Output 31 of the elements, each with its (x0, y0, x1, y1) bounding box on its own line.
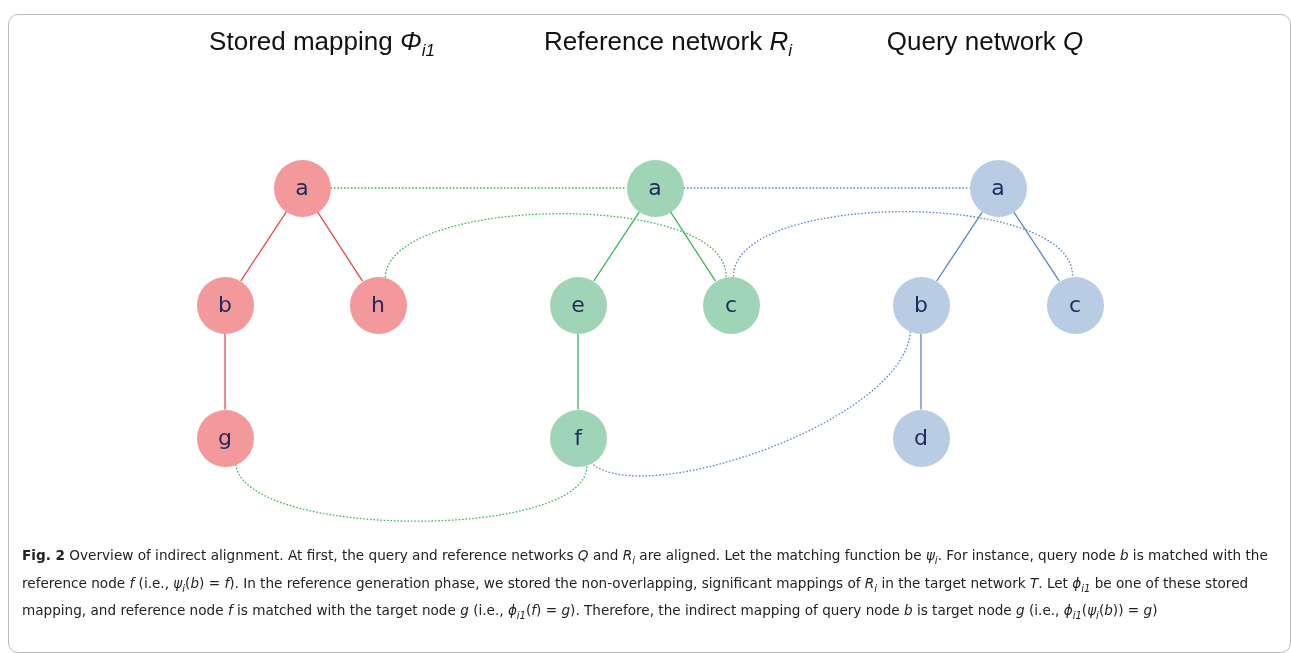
tree-edge (577, 332, 579, 411)
tree-edge (240, 211, 287, 282)
figure-caption: Fig. 2 Overview of indirect alignment. At first, the query and reference networks Q and R$_{i}$ are aligned. Let the matching function be ψ$_{i}$. For instance, query node b is matched with the reference node f (i.e., ψ$_{i}$(b) = f). In the reference generation phase, we stored the non-overlapping, significant mappings of R$_{i}$ in the target network T. Let ϕ$_{i1}$ be one of these stored mapping, and reference node f is matched with the target node g (i.e., ϕ$_{i1}$(f) = g). Therefore, the indirect mapping of query node b is target node g (i.e., ϕ$_{i1}$(ψ$_{i}$(b)) = g) (22, 546, 1269, 624)
graph-node: b (892, 276, 950, 334)
tree-edge (1013, 211, 1060, 282)
graph-node: e (549, 276, 607, 334)
tree-edge (936, 211, 983, 282)
tree-edge (316, 211, 364, 282)
graph-node: d (892, 409, 950, 467)
network-title: Reference network R$_{i}$ (544, 26, 792, 62)
tree-edge (593, 211, 640, 282)
tree-edge (669, 211, 717, 282)
graph-node: b (196, 276, 254, 334)
graph-node: h (349, 276, 407, 334)
graph-node: g (196, 409, 254, 467)
mapping-line (384, 213, 727, 279)
graph-node: a (626, 159, 684, 217)
graph-node: f (549, 409, 607, 467)
mapping-line (329, 187, 628, 189)
graph-node: c (1046, 276, 1104, 334)
mapping-line (590, 330, 911, 477)
mapping-line (732, 211, 1074, 278)
graph-node: a (273, 159, 331, 217)
mapping-line (235, 463, 588, 522)
graph-node: a (969, 159, 1027, 217)
tree-edge (224, 332, 226, 411)
mapping-line (682, 187, 971, 189)
network-title: Query network Q (886, 26, 1084, 57)
network-title: Stored mapping Φ$_{i1}$ (209, 26, 435, 62)
graph-node: c (702, 276, 760, 334)
tree-edge (920, 332, 922, 411)
